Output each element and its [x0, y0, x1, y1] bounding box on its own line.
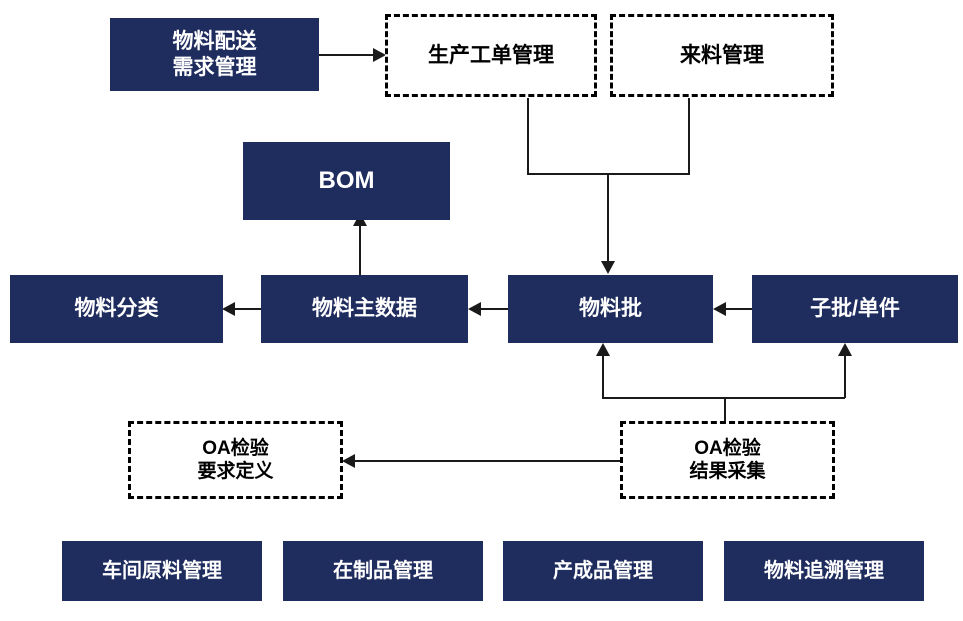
node-label: 来料管理 — [680, 43, 764, 67]
node-label: OA检验 结果采集 — [689, 437, 766, 482]
node-workshop-raw-material[interactable]: 车间原料管理 — [62, 541, 262, 601]
node-material-delivery-demand[interactable]: 物料配送 需求管理 — [110, 18, 319, 91]
node-label: 子批/单件 — [810, 297, 900, 321]
connector-incoming-down — [688, 98, 690, 174]
node-label: 在制品管理 — [333, 559, 433, 582]
node-label: 物料配送 需求管理 — [172, 29, 257, 79]
connector-fork-to-subbatch — [844, 355, 846, 398]
node-label: 车间原料管理 — [102, 559, 222, 582]
node-oa-inspection-result[interactable]: OA检验 结果采集 — [620, 421, 835, 499]
arrowhead-fork-to-batch — [596, 343, 610, 356]
node-label: 物料分类 — [74, 297, 159, 321]
node-label: BOM — [318, 167, 375, 195]
node-material-master-data[interactable]: 物料主数据 — [261, 275, 468, 343]
node-material-batch[interactable]: 物料批 — [508, 275, 713, 343]
arrowhead-merge-to-batch — [601, 261, 615, 274]
connector-batch-to-masterdata — [480, 308, 508, 310]
arrowhead-batch-to-masterdata — [468, 302, 481, 316]
connector-fork-bar — [602, 397, 845, 399]
connector-merge-to-batch — [607, 173, 609, 263]
arrowhead-subbatch-to-batch — [713, 302, 726, 316]
node-label: 产成品管理 — [553, 559, 653, 582]
node-production-work-order[interactable]: 生产工单管理 — [385, 14, 597, 97]
node-material-category[interactable]: 物料分类 — [10, 275, 223, 343]
node-label: 物料批 — [579, 297, 642, 321]
arrowhead-delivery-to-workorder — [373, 48, 386, 62]
connector-workorder-down — [527, 98, 529, 174]
node-work-in-process[interactable]: 在制品管理 — [283, 541, 483, 601]
node-label: 物料主数据 — [312, 297, 417, 321]
node-material-traceability[interactable]: 物料追溯管理 — [724, 541, 924, 601]
connector-oaresult-up — [724, 398, 726, 421]
arrowhead-oaresult-to-oarequirement — [342, 454, 355, 468]
node-oa-inspection-requirement[interactable]: OA检验 要求定义 — [128, 421, 343, 499]
connector-delivery-to-workorder — [318, 54, 374, 56]
node-bom[interactable]: BOM — [243, 142, 450, 220]
node-incoming-material[interactable]: 来料管理 — [610, 14, 834, 97]
connector-fork-to-batch — [602, 355, 604, 398]
connector-oaresult-to-oarequirement — [354, 460, 620, 462]
connector-subbatch-to-batch — [725, 308, 753, 310]
node-sub-batch-unit[interactable]: 子批/单件 — [752, 275, 958, 343]
node-label: 物料追溯管理 — [764, 559, 884, 582]
connector-masterdata-to-bom — [359, 220, 361, 276]
arrowhead-masterdata-to-category — [222, 302, 235, 316]
node-label: OA检验 要求定义 — [197, 437, 274, 482]
node-finished-product[interactable]: 产成品管理 — [503, 541, 703, 601]
arrowhead-fork-to-subbatch — [838, 343, 852, 356]
connector-masterdata-to-category — [234, 308, 262, 310]
node-label: 生产工单管理 — [428, 43, 554, 67]
